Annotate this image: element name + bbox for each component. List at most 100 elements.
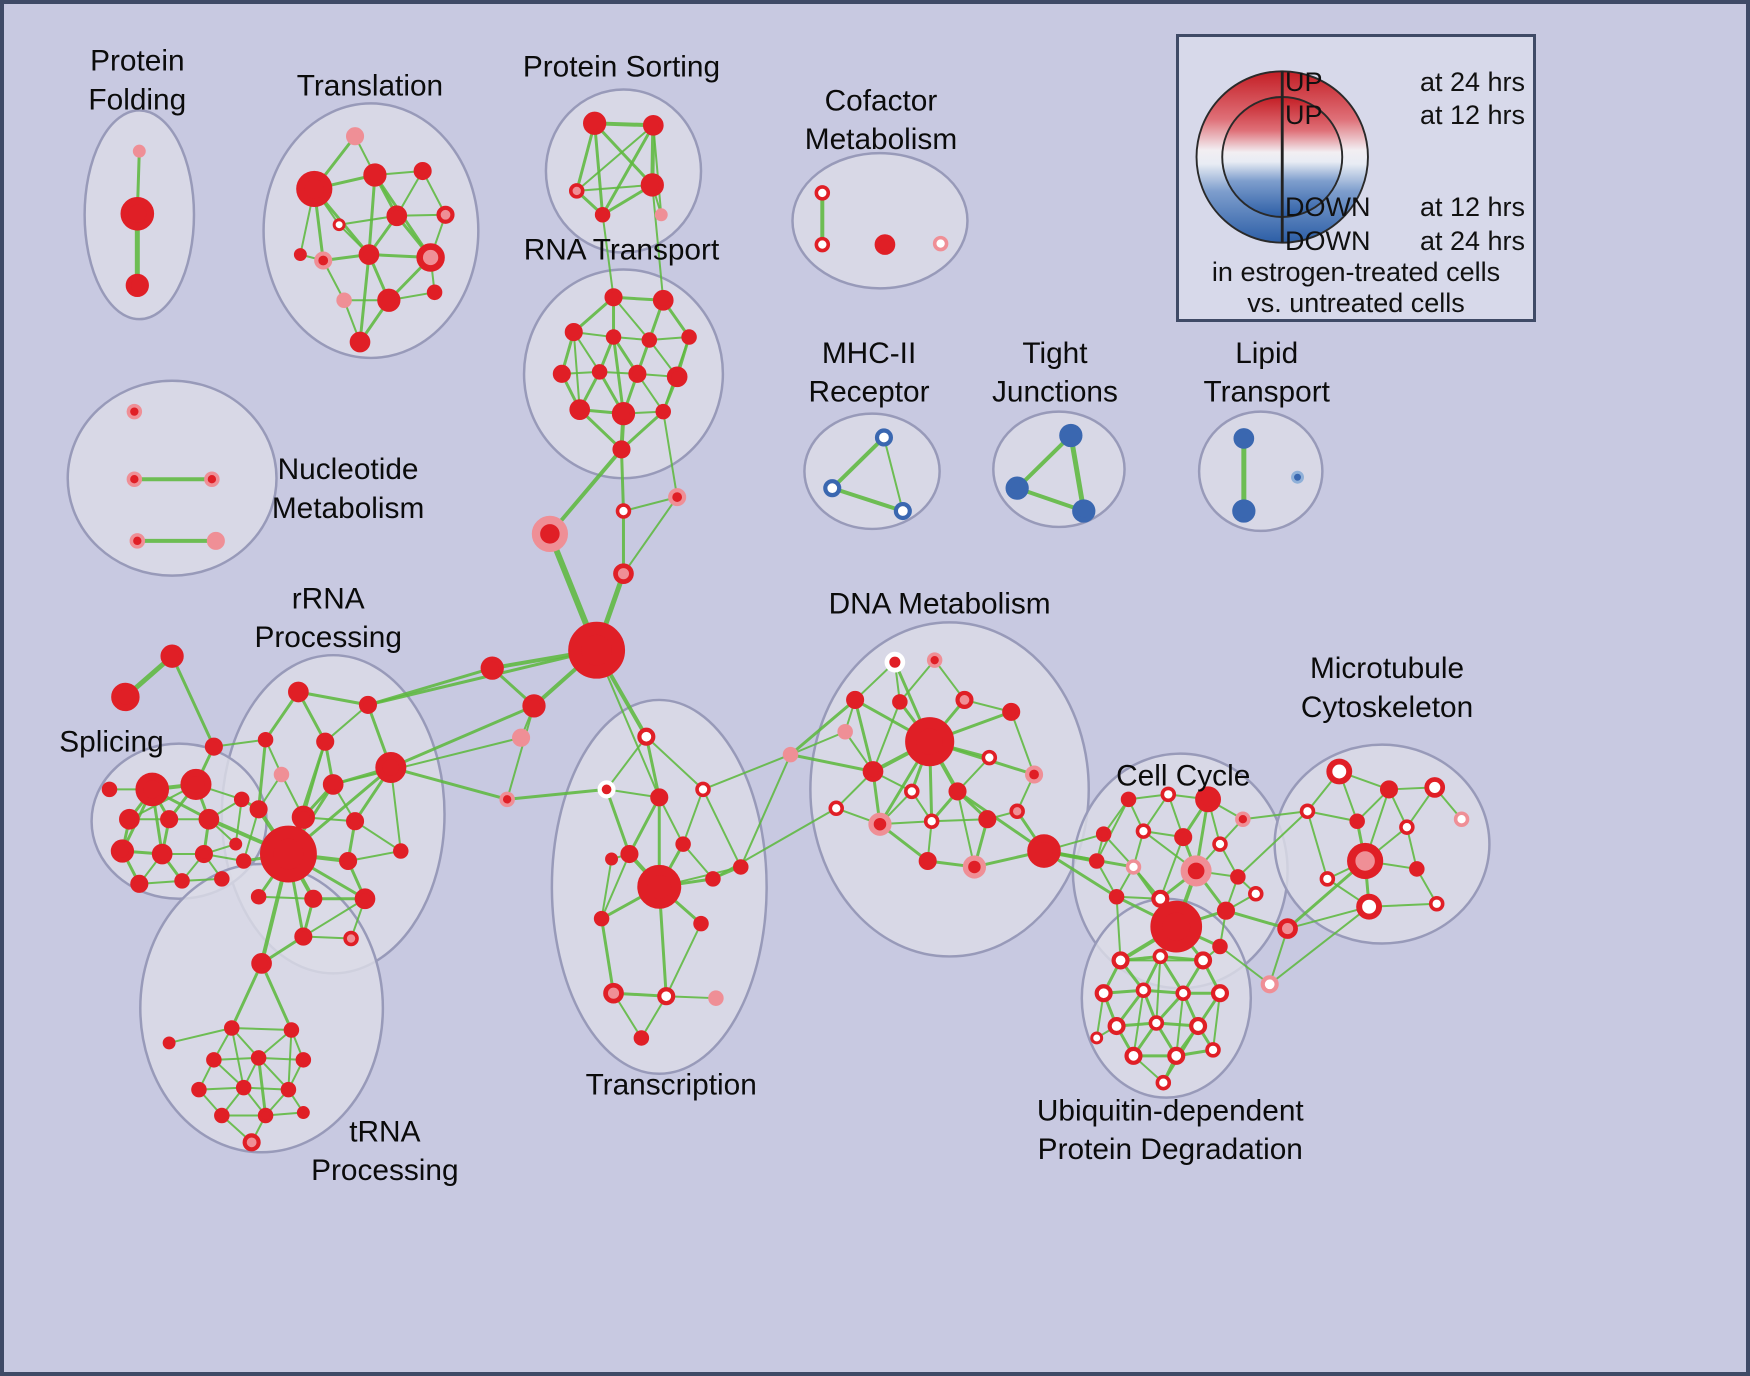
rrna-processing-node[interactable] (291, 805, 315, 829)
connectors-node[interactable] (568, 621, 626, 679)
rrna-processing-node[interactable] (273, 766, 290, 783)
splicing-node[interactable] (174, 873, 190, 889)
transcription-node[interactable] (637, 864, 682, 909)
dna-metabolism-node[interactable] (978, 810, 997, 829)
protein-sorting-node[interactable] (568, 183, 585, 199)
protein-sorting-node[interactable] (654, 208, 668, 222)
translation-node[interactable] (349, 331, 371, 353)
rna-transport-node[interactable] (666, 366, 688, 388)
rrna-processing-node[interactable] (375, 752, 407, 784)
trna-processing-node[interactable] (296, 1106, 310, 1119)
cell-cycle-node[interactable] (1216, 901, 1235, 920)
splicing-node[interactable] (101, 781, 118, 798)
translation-node[interactable] (345, 127, 365, 146)
microtubule-cytoskeleton-node[interactable] (1356, 893, 1383, 920)
rrna-processing-node[interactable] (257, 731, 274, 748)
ubiquitin-degradation-node[interactable] (1124, 1046, 1143, 1065)
connectors-node[interactable] (480, 656, 504, 680)
transcription-node[interactable] (733, 859, 749, 875)
transcription-node[interactable] (705, 871, 721, 887)
splicing-node[interactable] (214, 871, 230, 887)
connectors-node[interactable] (1260, 975, 1279, 994)
trna-processing-node[interactable] (206, 1052, 222, 1068)
trna-processing-node[interactable] (280, 1081, 297, 1098)
lipid-transport-node[interactable] (1233, 428, 1255, 449)
rna-transport-node[interactable] (641, 332, 658, 348)
ubiquitin-degradation-node[interactable] (1155, 1074, 1172, 1091)
cell-cycle-node[interactable] (1151, 889, 1170, 908)
rna-transport-node[interactable] (569, 399, 591, 420)
protein-sorting-node[interactable] (642, 114, 664, 136)
ubiquitin-degradation-node[interactable] (1210, 984, 1230, 1003)
splicing-node[interactable] (160, 810, 179, 829)
lipid-transport-node[interactable] (1232, 499, 1256, 523)
dna-metabolism-node[interactable] (962, 855, 987, 879)
ubiquitin-degradation-node[interactable] (1167, 1046, 1186, 1065)
rna-transport-node[interactable] (552, 364, 571, 383)
microtubule-cytoskeleton-node[interactable] (1399, 819, 1415, 835)
cofactor-metabolism-node[interactable] (814, 236, 831, 253)
trna-processing-node[interactable] (162, 1036, 176, 1050)
ubiquitin-degradation-node[interactable] (1090, 1031, 1104, 1045)
lipid-transport-node[interactable] (1291, 470, 1304, 484)
rna-transport-node[interactable] (591, 364, 608, 380)
nucleotide-metabolism-node[interactable] (126, 471, 143, 487)
rna-transport-node[interactable] (605, 329, 622, 345)
cell-cycle-node[interactable] (1212, 836, 1228, 852)
cell-cycle-node[interactable] (1135, 823, 1152, 839)
cell-cycle-node[interactable] (1160, 786, 1177, 803)
trna-processing-node[interactable] (235, 1079, 252, 1096)
transcription-node[interactable] (620, 844, 639, 864)
nucleotide-metabolism-node[interactable] (126, 403, 143, 420)
cell-cycle-node[interactable] (1248, 886, 1264, 902)
trna-processing-node[interactable] (224, 1020, 240, 1036)
rrna-processing-node[interactable] (259, 825, 317, 883)
rrna-processing-node[interactable] (343, 930, 359, 947)
rrna-processing-node[interactable] (316, 732, 335, 751)
dna-metabolism-node[interactable] (1027, 834, 1061, 868)
protein-sorting-node[interactable] (583, 111, 607, 135)
splicing-node[interactable] (110, 839, 135, 863)
splicing-node[interactable] (180, 768, 212, 800)
trna-processing-node[interactable] (250, 1050, 267, 1066)
rna-transport-node[interactable] (652, 289, 674, 311)
protein-folding-node[interactable] (132, 144, 146, 158)
rrna-processing-node[interactable] (249, 800, 268, 819)
ubiquitin-degradation-node[interactable] (1111, 951, 1130, 970)
dna-metabolism-node[interactable] (904, 783, 920, 800)
trna-processing-node[interactable] (283, 1022, 300, 1038)
cell-cycle-node[interactable] (1108, 889, 1125, 905)
rna-transport-node[interactable] (628, 364, 647, 383)
cofactor-metabolism-node[interactable] (932, 235, 949, 252)
dna-metabolism-node[interactable] (846, 690, 865, 709)
cell-cycle-node[interactable] (1235, 811, 1251, 827)
translation-node[interactable] (293, 248, 307, 261)
transcription-node[interactable] (657, 987, 676, 1006)
protein-folding-node[interactable] (120, 196, 155, 231)
connectors-node[interactable] (499, 791, 515, 808)
transcription-node[interactable] (593, 910, 610, 927)
translation-node[interactable] (358, 244, 380, 265)
trna-processing-node[interactable] (191, 1081, 207, 1098)
cell-cycle-node[interactable] (1095, 826, 1112, 842)
ubiquitin-degradation-node[interactable] (1175, 985, 1191, 1001)
translation-node[interactable] (377, 288, 401, 312)
microtubule-cytoskeleton-node[interactable] (1428, 895, 1445, 912)
ubiquitin-degradation-node[interactable] (1148, 1015, 1165, 1031)
translation-node[interactable] (314, 251, 333, 270)
dna-metabolism-node[interactable] (981, 749, 998, 766)
translation-node[interactable] (363, 163, 387, 187)
dna-metabolism-node[interactable] (926, 652, 943, 668)
ubiquitin-degradation-node[interactable] (1152, 948, 1169, 965)
cofactor-metabolism-node[interactable] (874, 234, 896, 255)
ubiquitin-degradation-node[interactable] (1094, 984, 1113, 1003)
rrna-processing-node[interactable] (358, 695, 378, 714)
cell-cycle-node[interactable] (1120, 791, 1137, 808)
tight-junctions-node[interactable] (1072, 499, 1096, 523)
translation-node[interactable] (426, 284, 443, 301)
dna-metabolism-node[interactable] (868, 812, 892, 836)
protein-sorting-node[interactable] (594, 207, 611, 223)
ubiquitin-degradation-node[interactable] (1107, 1016, 1126, 1036)
tight-junctions-node[interactable] (1005, 476, 1029, 500)
rna-transport-node[interactable] (564, 323, 583, 342)
